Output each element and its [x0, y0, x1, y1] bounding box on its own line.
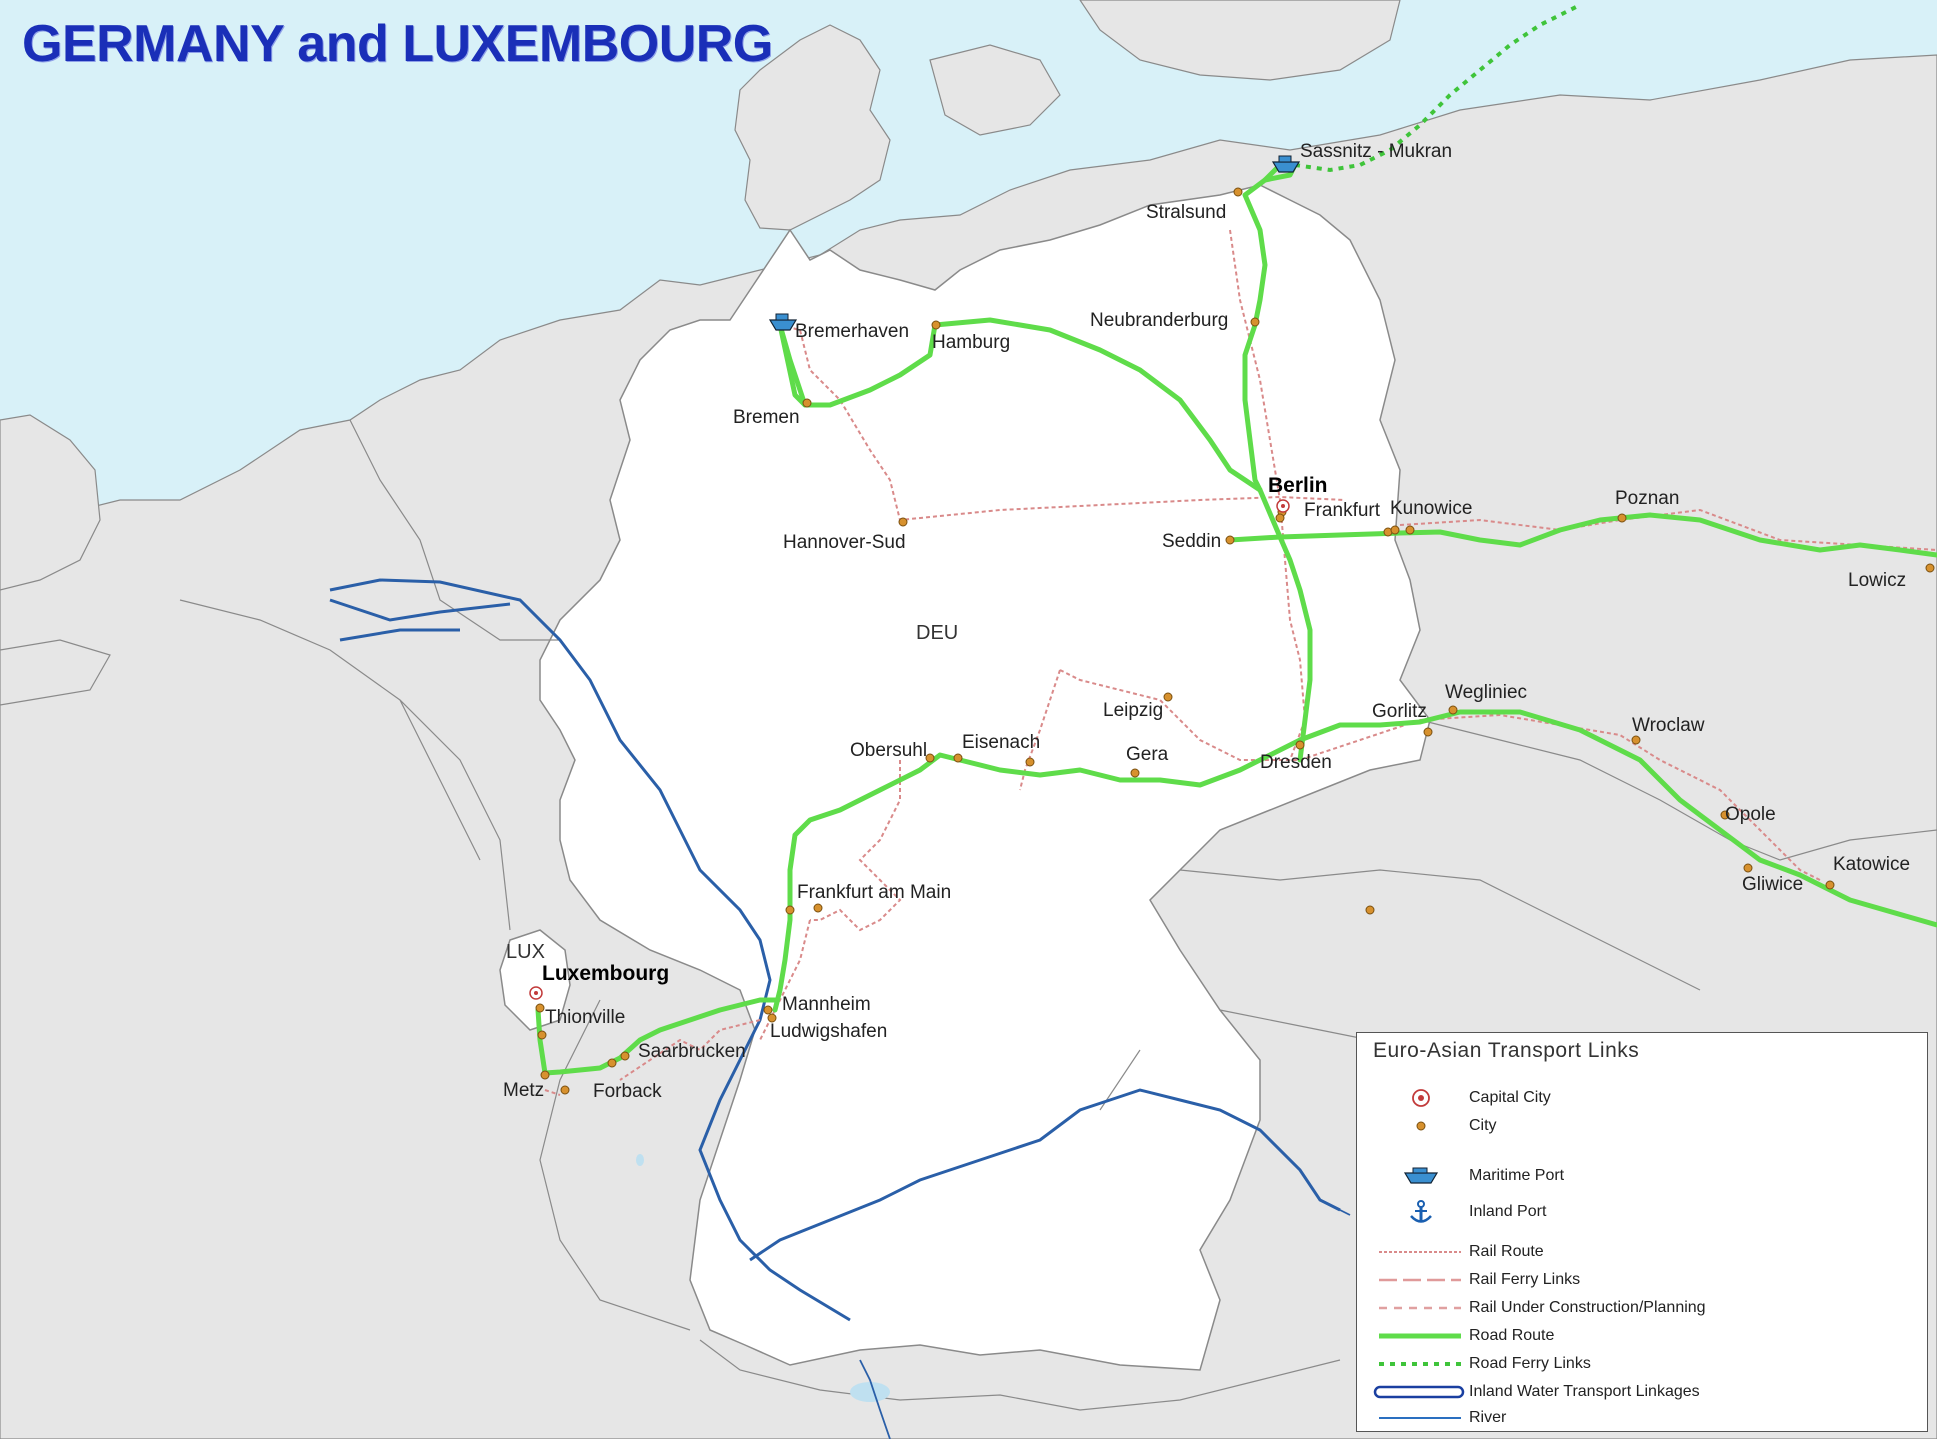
legend-item-inland-water: Inland Water Transport Linkages — [1357, 1379, 1927, 1405]
city-label-thionville: Thionville — [545, 1007, 626, 1028]
city-label-neubranderburg: Neubranderburg — [1090, 310, 1229, 331]
city-label-frankfurt-main: Frankfurt am Main — [797, 882, 952, 903]
rail-planning-line — [1365, 1295, 1465, 1321]
small-lake — [636, 1154, 644, 1166]
city-label-saarbrucken: Saarbrucken — [638, 1041, 746, 1062]
city-label-opole: Opole — [1725, 804, 1776, 825]
britain-south-land — [0, 639, 111, 706]
city-label-ludwigshafen: Ludwigshafen — [770, 1021, 888, 1042]
inland-water-line — [1365, 1379, 1465, 1405]
legend-item-road-route: Road Route — [1357, 1323, 1927, 1349]
ship-icon — [1271, 155, 1301, 173]
rhine-delta-waterway — [329, 598, 511, 642]
danube-river — [859, 1204, 1351, 1439]
legend-label: Inland Water Transport Linkages — [1469, 1383, 1700, 1400]
legend-label: Rail Under Construction/Planning — [1469, 1299, 1706, 1316]
rail-ferry-line — [1365, 1267, 1465, 1293]
city-icon — [1365, 1113, 1465, 1139]
city-label-hannover: Hannover-Sud — [783, 532, 906, 553]
britain-land — [0, 414, 101, 591]
legend-label: Inland Port — [1469, 1203, 1547, 1220]
legend-label: City — [1469, 1117, 1497, 1134]
map-title: GERMANY and LUXEMBOURG — [22, 15, 773, 73]
legend-item-rail-ferry: Rail Ferry Links — [1357, 1267, 1927, 1293]
legend-item-rail-planning: Rail Under Construction/Planning — [1357, 1295, 1927, 1321]
benelux-borders — [179, 419, 560, 931]
city-label-bremerhaven: Bremerhaven — [795, 321, 910, 342]
legend-label: Capital City — [1469, 1089, 1551, 1106]
city-label-gera: Gera — [1126, 744, 1169, 765]
road-ferry-line — [1365, 1351, 1465, 1377]
legend-item-rail-route: Rail Route — [1357, 1239, 1927, 1265]
city-label-forback: Forback — [593, 1081, 662, 1102]
city-label-frankfurt-oder: Frankfurt — [1304, 500, 1381, 521]
legend-item-capital: Capital City — [1357, 1085, 1927, 1111]
city-label-wroclaw: Wroclaw — [1632, 715, 1705, 736]
road-route-line — [1365, 1323, 1465, 1349]
city-label-luxembourg: Luxembourg — [542, 962, 670, 985]
city-label-kunowice: Kunowice — [1390, 498, 1473, 519]
country-code-lux: LUX — [506, 941, 545, 963]
city-label-hamburg: Hamburg — [932, 332, 1011, 353]
legend-label: Road Route — [1469, 1327, 1555, 1344]
capital-markers — [529, 499, 1290, 1000]
anchor-icon — [1365, 1199, 1465, 1225]
luxembourg-land — [499, 929, 571, 1031]
rail-route-line — [1365, 1239, 1465, 1265]
city-label-poznan: Poznan — [1615, 488, 1680, 509]
capital-city-icon — [1365, 1085, 1465, 1111]
legend-item-inland-port: Inland Port — [1357, 1199, 1927, 1225]
city-label-metz: Metz — [503, 1080, 545, 1101]
legend-item-river: River — [1357, 1405, 1927, 1431]
city-label-lowicz: Lowicz — [1848, 570, 1907, 591]
city-label-gorlitz: Gorlitz — [1372, 701, 1427, 722]
poland-czech-border — [1099, 719, 1937, 1111]
legend-label: Rail Route — [1469, 1243, 1544, 1260]
city-label-katowice: Katowice — [1833, 854, 1911, 875]
scandinavia-land — [1079, 0, 1401, 81]
city-label-sassnitz: Sassnitz - Mukran — [1300, 141, 1453, 162]
ship-icon — [1365, 1163, 1465, 1189]
city-label-stralsund: Stralsund — [1146, 202, 1227, 223]
legend-label: Road Ferry Links — [1469, 1355, 1591, 1372]
city-label-seddin: Seddin — [1162, 531, 1222, 552]
legend-label: River — [1469, 1409, 1507, 1426]
city-label-bremen: Bremen — [733, 407, 800, 428]
country-code-deu: DEU — [916, 622, 959, 644]
city-label-mannheim: Mannheim — [782, 994, 871, 1015]
rhine-inland-waterway — [329, 578, 851, 1322]
main-danube-waterway — [749, 1088, 1341, 1262]
city-label-eisenach: Eisenach — [962, 732, 1041, 753]
denmark-land — [734, 24, 891, 231]
city-label-berlin: Berlin — [1268, 474, 1328, 497]
legend-label: Rail Ferry Links — [1469, 1271, 1581, 1288]
road-ferry-links — [1294, 3, 1581, 173]
germany-land — [539, 184, 1431, 1371]
legend-title: Euro-Asian Transport Links — [1373, 1039, 1640, 1062]
river-line — [1365, 1405, 1465, 1431]
map-legend: Euro-Asian Transport Links Capital City … — [1356, 1032, 1928, 1432]
ship-icon — [768, 313, 798, 331]
zealand-land — [929, 44, 1061, 136]
legend-item-road-ferry: Road Ferry Links — [1357, 1351, 1927, 1377]
road-routes — [535, 157, 1937, 1076]
alps-borders — [539, 999, 1341, 1411]
legend-item-city: City — [1357, 1113, 1927, 1139]
city-label-leipzig: Leipzig — [1103, 700, 1164, 721]
city-label-obersuhl: Obersuhl — [850, 740, 928, 761]
lake-constance — [850, 1382, 890, 1402]
city-label-wegliniec: Wegliniec — [1445, 682, 1528, 703]
city-label-gliwice: Gliwice — [1742, 874, 1804, 895]
city-label-dresden: Dresden — [1260, 752, 1332, 773]
legend-item-maritime-port: Maritime Port — [1357, 1163, 1927, 1189]
legend-label: Maritime Port — [1469, 1167, 1565, 1184]
